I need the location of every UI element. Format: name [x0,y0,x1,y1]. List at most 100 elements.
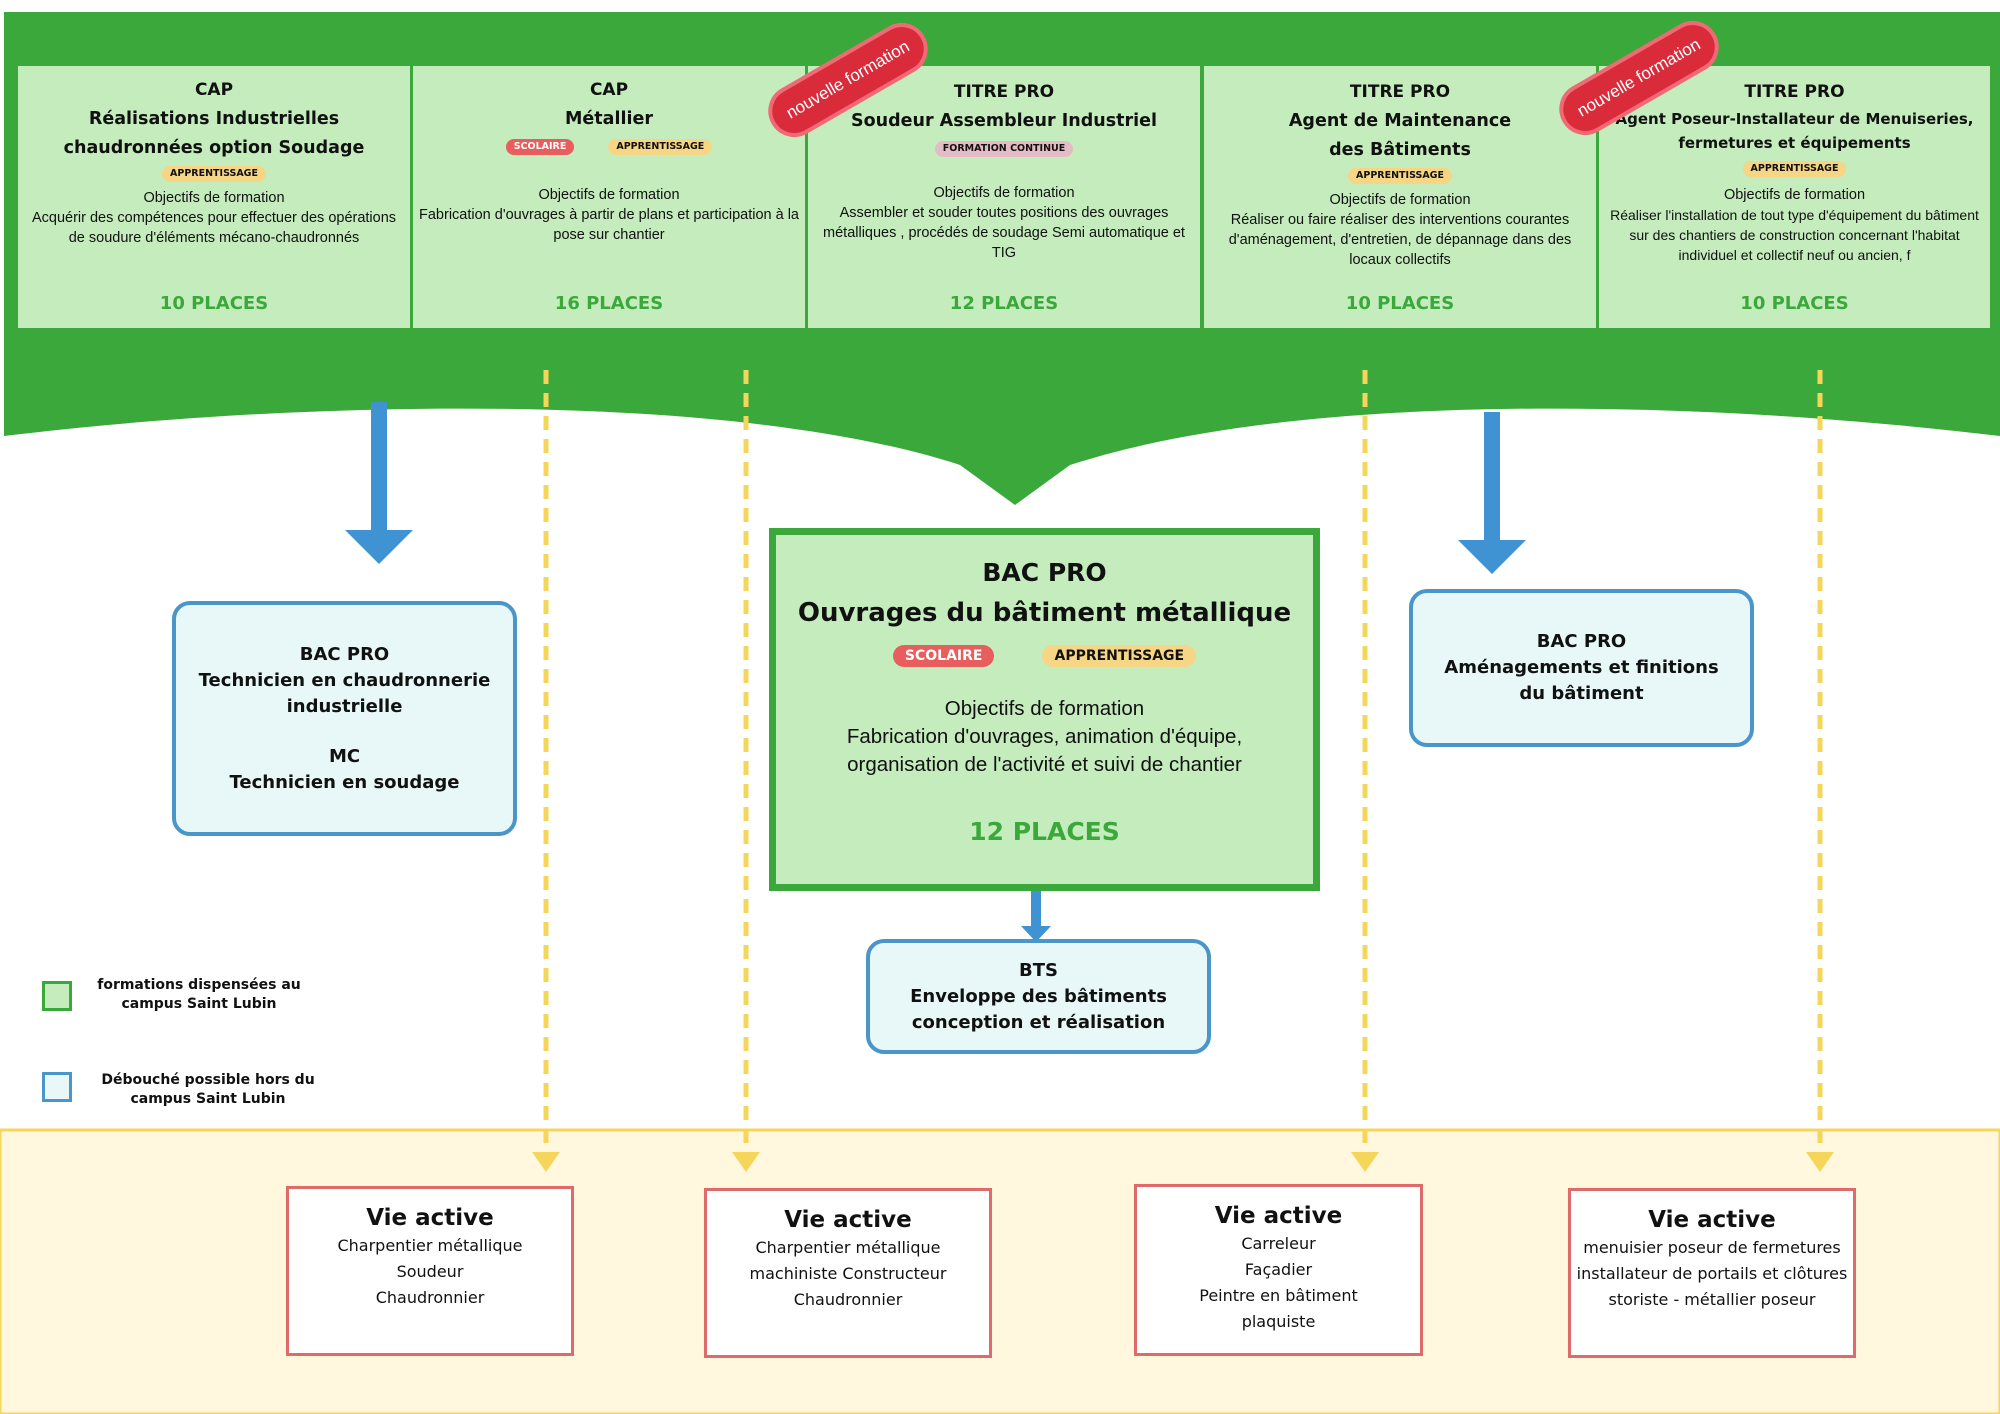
badge-apprentissage: APPRENTISSAGE [1742,161,1847,177]
formation-level: BAC PRO [982,558,1107,587]
badge-apprentissage: APPRENTISSAGE [1042,645,1197,667]
outside-box-bac-pro-chaudronnerie: BAC PRO Technicien en chaudronnerie indu… [172,601,517,836]
formation-name-line: chaudronnées option Soudage [63,138,365,158]
formation-name: Ouvrages du bâtiment métallique [797,598,1292,628]
badge-scolaire: SCOLAIRE [892,645,995,667]
objectives-heading: Objectifs de formation [1723,187,1866,203]
legend-line: campus Saint Lubin [121,996,277,1012]
job-item: Chaudronnier [793,1290,903,1309]
formation-name-line: des Bâtiments [1329,140,1471,160]
objectives-heading: Objectifs de formation [944,697,1145,720]
badge-apprentissage: APPRENTISSAGE [608,139,713,155]
formation-level: TITRE PRO [1349,82,1451,102]
job-item: storiste - métallier poseur [1608,1290,1816,1309]
dashed-arrowhead-3 [1351,1152,1379,1172]
objectives-text: Réaliser l'installation de tout type d'é… [1610,207,1979,263]
job-item: Peintre en bâtiment [1199,1286,1358,1305]
box-line: Aménagements et finitions [1444,657,1719,678]
formation-level: CAP [194,80,234,100]
objectives-heading: Objectifs de formation [1329,192,1471,208]
places-count: 12 PLACES [969,817,1120,846]
badge-formation-continue: FORMATION CONTINUE [934,141,1074,157]
dashed-arrowhead-2 [732,1152,760,1172]
job-item: machiniste Constructeur [749,1264,947,1283]
formation-card-titre-pro-poseur: TITRE PRO Agent Poseur-Installateur de M… [1599,66,1990,328]
blue-arrow-center-shaft [1031,868,1041,928]
blue-arrow-center-head [1021,926,1051,942]
places-count: 16 PLACES [554,293,664,314]
vie-active-title: Vie active [784,1207,912,1233]
formation-name-line: Métallier [565,109,653,129]
badge-scolaire: SCOLAIRE [505,139,575,155]
badge-apprentissage: APPRENTISSAGE [1348,168,1452,184]
box-line: conception et réalisation [911,1011,1166,1033]
formation-name-line: Réalisations Industrielles [88,109,340,129]
legend-swatch-outside [42,1072,72,1102]
objectives-text: Réaliser ou faire réaliser des intervent… [1228,212,1572,268]
outside-box-bac-pro-amenagements: BAC PRO Aménagements et finitions du bât… [1409,589,1754,747]
formation-card-bac-pro-obm: BAC PRO Ouvrages du bâtiment métallique … [769,528,1320,891]
badge-apprentissage: APPRENTISSAGE [162,166,266,182]
places-count: 10 PLACES [1345,293,1455,314]
objectives-text: Assembler et souder toutes positions des… [823,205,1185,261]
legend-line: campus Saint Lubin [130,1091,286,1107]
job-item: Façadier [1244,1260,1313,1279]
legend-label-outside: Débouché possible hors du campus Saint L… [93,1071,323,1109]
blue-arrow-right-shaft [1484,412,1500,542]
formation-name-line: Soudeur Assembleur Industriel [851,111,1157,131]
objectives-text: Acquérir des compétences pour effectuer … [31,210,397,246]
job-item: Charpentier métallique [755,1238,941,1257]
vie-active-box-3: Vie active Carreleur Façadier Peintre en… [1134,1184,1423,1356]
job-item: menuisier poseur de fermetures [1583,1238,1841,1257]
box-line: BAC PRO [1536,631,1627,652]
legend-line: Débouché possible hors du [101,1072,315,1088]
formation-name-line: Agent de Maintenance [1288,111,1512,131]
formation-card-cap-metallier: CAP Métallier SCOLAIRE APPRENTISSAGE Obj… [413,66,805,328]
box-line: Technicien en chaudronnerie [198,669,491,691]
formation-level: TITRE PRO [953,82,1055,102]
formation-name-line: fermetures et équipements [1678,134,1911,152]
blue-arrow-left-shaft [371,402,387,532]
box-line: BAC PRO [299,643,390,665]
job-item: Charpentier métallique [337,1236,523,1255]
formation-card-titre-pro-soudeur: TITRE PRO Soudeur Assembleur Industriel … [808,66,1200,328]
objectives-heading: Objectifs de formation [933,185,1075,201]
formation-card-cap-rics: CAP Réalisations Industrielles chaudronn… [18,66,410,328]
objectives-heading: Objectifs de formation [538,187,680,203]
job-item: plaquiste [1241,1312,1316,1331]
legend-label-campus: formations dispensées au campus Saint Lu… [84,976,314,1014]
job-item: Soudeur [396,1262,464,1281]
blue-arrow-left-head [345,530,413,564]
outside-box-bts-enveloppe: BTS Enveloppe des bâtiments conception e… [866,939,1211,1054]
vie-active-title: Vie active [1648,1207,1776,1233]
dashed-arrowhead-4 [1806,1152,1834,1172]
formation-card-titre-pro-maintenance: TITRE PRO Agent de Maintenance des Bâtim… [1204,66,1596,328]
objectives-heading: Objectifs de formation [143,190,285,206]
dashed-arrowhead-1 [532,1152,560,1172]
objectives-text: Fabrication d'ouvrages à partir de plans… [419,207,799,243]
places-count: 12 PLACES [949,293,1059,314]
job-item: Carreleur [1241,1234,1316,1253]
formation-level: CAP [589,80,629,100]
box-line: BTS [1019,959,1058,981]
vie-active-box-4: Vie active menuisier poseur de fermeture… [1568,1188,1856,1358]
places-count: 10 PLACES [1740,293,1849,314]
box-line: Enveloppe des bâtiments [910,985,1167,1007]
vie-active-title: Vie active [1214,1203,1343,1229]
legend-line: formations dispensées au [97,977,301,993]
box-line: Technicien en soudage [229,771,460,793]
job-item: installateur de portails et clôtures [1576,1264,1848,1283]
places-count: 10 PLACES [159,293,269,314]
box-line: MC [328,745,361,767]
blue-arrow-right-head [1458,540,1526,574]
formation-name-line: Agent Poseur-Installateur de Menuiseries… [1615,110,1974,128]
objectives-line: organisation de l'activité et suivi de c… [847,753,1242,776]
box-line: industrielle [286,695,403,717]
objectives-line: Fabrication d'ouvrages, animation d'équi… [846,725,1243,748]
vie-active-title: Vie active [366,1205,494,1231]
vie-active-box-1: Vie active Charpentier métallique Soudeu… [286,1186,574,1356]
formation-level: TITRE PRO [1744,82,1845,102]
job-item: Chaudronnier [375,1288,485,1307]
box-line: du bâtiment [1519,683,1644,704]
vie-active-box-2: Vie active Charpentier métallique machin… [704,1188,992,1358]
